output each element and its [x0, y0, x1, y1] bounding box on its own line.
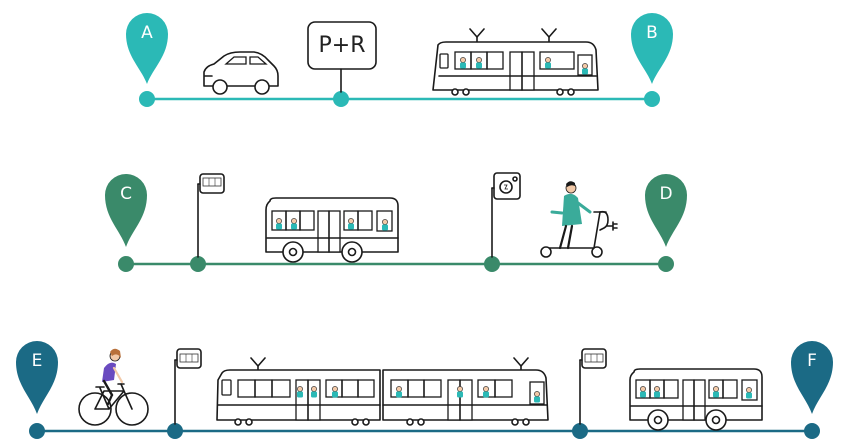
route-1-start-node: [139, 91, 155, 107]
marker-e-label: E: [32, 351, 43, 371]
e-scooter-charging-icon: [491, 172, 521, 258]
marker-d-label: D: [659, 184, 672, 204]
route-1: A B P+R: [126, 13, 673, 107]
marker-e-icon: E: [16, 341, 58, 414]
route-3: E F: [16, 341, 833, 439]
marker-f-icon: F: [791, 341, 833, 414]
marker-b-label: B: [646, 23, 658, 43]
park-and-ride-label: P+R: [319, 33, 366, 58]
route-2: C D: [105, 172, 687, 272]
car-icon: [203, 51, 279, 95]
bus-icon: [265, 197, 399, 263]
route-3-bus-stop-node-1: [167, 423, 183, 439]
marker-c-label: C: [120, 184, 132, 204]
double-tram-icon: [216, 357, 549, 426]
route-2-bus-stop-node: [190, 256, 206, 272]
bicycle-rider-icon: [78, 348, 149, 426]
marker-d-icon: D: [645, 174, 687, 247]
marker-c-icon: C: [105, 174, 147, 247]
park-and-ride-sign-icon: P+R: [307, 21, 377, 93]
marker-a-label: A: [141, 23, 153, 43]
route-2-charging-node: [484, 256, 500, 272]
tram-icon: [432, 28, 599, 96]
scooter-rider-icon: [540, 181, 618, 258]
bus-icon: [629, 368, 763, 431]
route-2-end-node: [658, 256, 674, 272]
marker-f-label: F: [807, 351, 817, 371]
bus-stop-icon: [197, 173, 225, 258]
route-1-end-node: [644, 91, 660, 107]
route-1-park-ride-node: [333, 91, 349, 107]
bus-stop-icon: [174, 348, 202, 425]
bus-stop-icon: [579, 348, 607, 425]
route-2-start-node: [118, 256, 134, 272]
route-3-end-node: [804, 423, 820, 439]
route-3-start-node: [29, 423, 45, 439]
marker-a-icon: A: [126, 13, 168, 84]
route-3-bus-stop-node-2: [572, 423, 588, 439]
marker-b-icon: B: [631, 13, 673, 84]
